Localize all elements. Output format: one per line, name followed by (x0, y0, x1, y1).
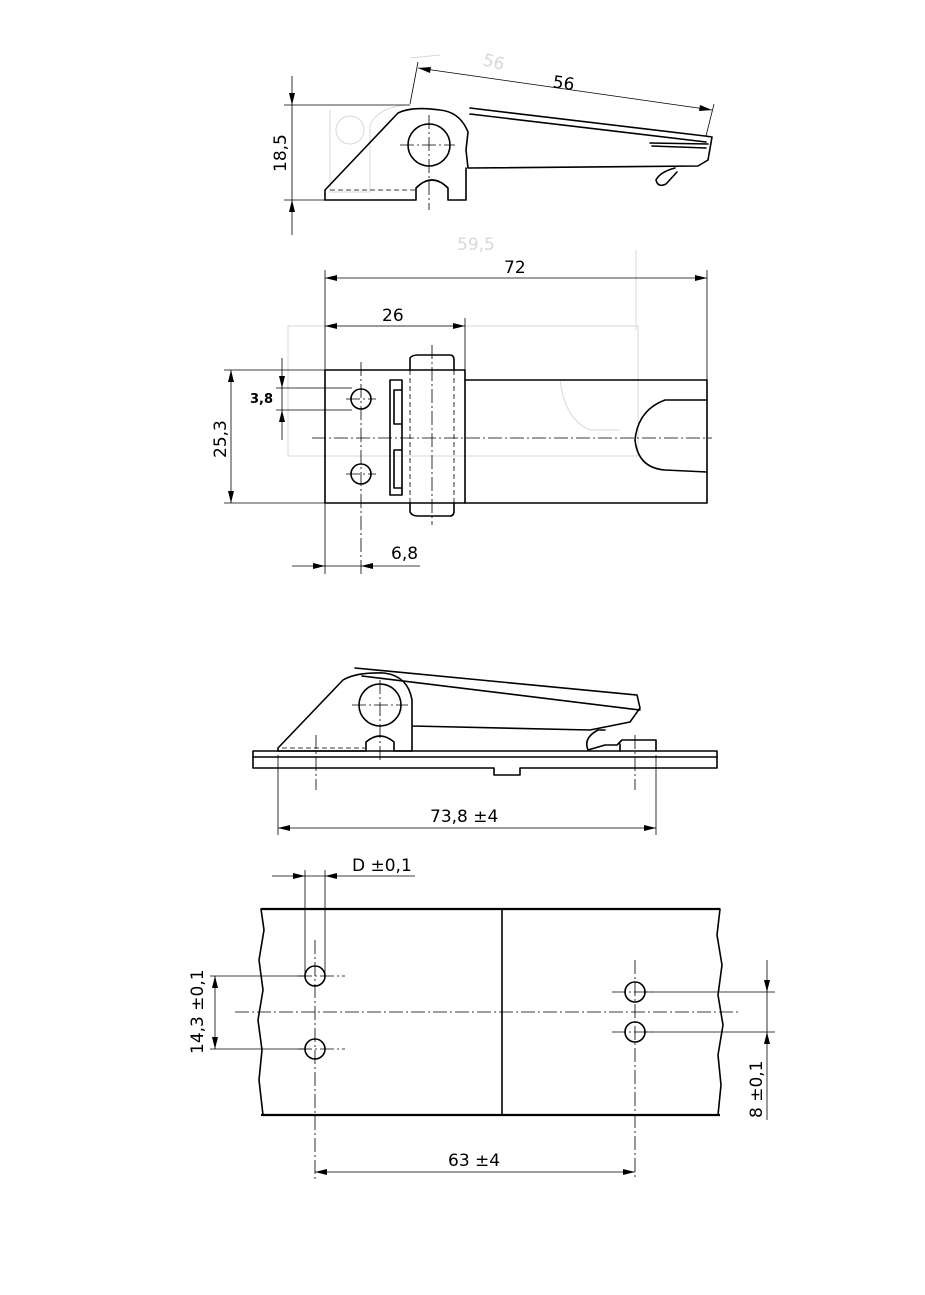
side-view: 56 56 18,5 (271, 50, 715, 235)
top-hinge-slot (389, 379, 403, 496)
top-total-length-label: 72 (504, 258, 526, 278)
top-hinge-pin (409, 354, 455, 517)
mounted-latch-body (277, 667, 641, 752)
top-hole-offset-label: 6,8 (391, 544, 418, 564)
top-lever-tip (634, 399, 708, 473)
hole-spacing-left-label: 14,3 ±0,1 (188, 969, 208, 1054)
side-lever-edge (469, 113, 709, 149)
side-ghost-length-label: 56 (481, 50, 507, 75)
top-hole-diameter-label: 3,8 (250, 392, 273, 407)
top-view-ghost-outline (287, 250, 639, 457)
top-width-label: 25,3 (211, 420, 231, 458)
mounted-base (277, 725, 413, 752)
hole-diameter-label: D ±0,1 (352, 856, 412, 876)
side-height-label: 18,5 (271, 134, 291, 172)
top-view: 59,5 72 26 3,8 (211, 235, 712, 574)
side-latch-body (324, 107, 713, 201)
hole-pattern-plate (261, 907, 720, 1117)
side-hook (655, 167, 678, 187)
top-ghost-length-label: 59,5 (457, 235, 495, 255)
side-view-ghost-outline (329, 54, 441, 193)
top-latch-outline (324, 369, 708, 504)
hole-distance-label: 63 ±4 (448, 1151, 500, 1171)
plate-break-right (716, 908, 724, 1116)
side-latch-base (324, 167, 467, 201)
mounted-keeper (585, 729, 657, 752)
plate-break-left (257, 908, 265, 1116)
mounted-length-label: 73,8 ±4 (430, 807, 498, 827)
mounted-base-plate (252, 750, 718, 776)
hole-pattern-view: D ±0,1 14,3 ±0,1 8 ±0,1 63 ±4 (188, 856, 775, 1180)
mounted-view: 73,8 ±4 (252, 667, 718, 835)
hole-spacing-right-label: 8 ±0,1 (747, 1061, 767, 1119)
side-length-label: 56 (551, 72, 575, 95)
top-hinge-length-label: 26 (382, 306, 404, 326)
